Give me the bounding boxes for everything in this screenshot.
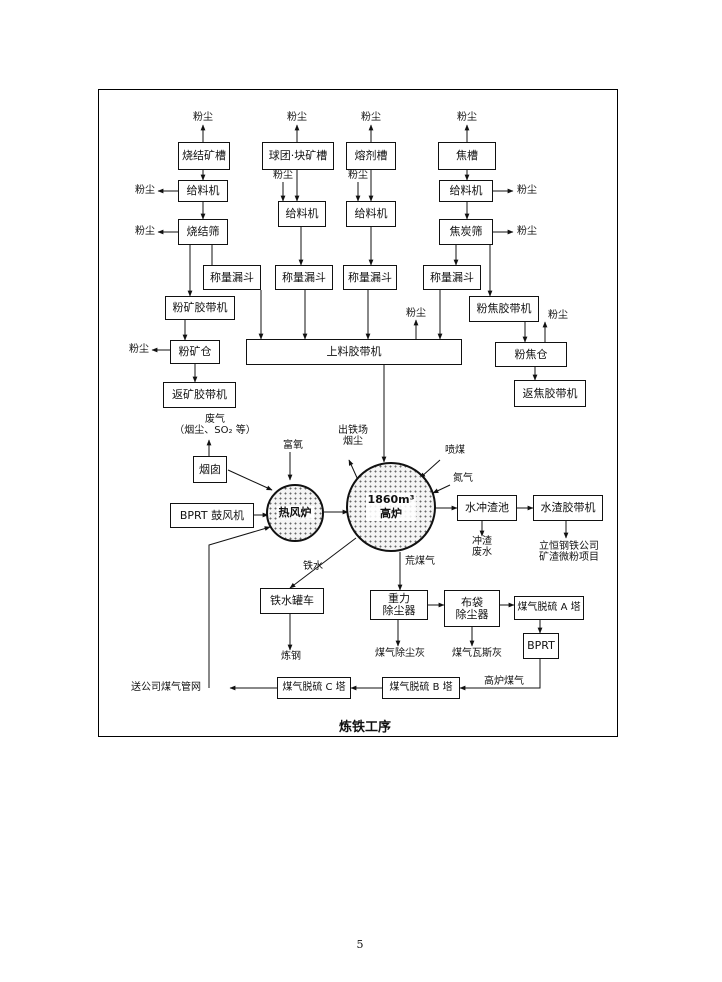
diagram-frame xyxy=(98,89,618,737)
steelmaking-label: 炼钢 xyxy=(281,651,301,662)
hot-blast-stove: 热风炉 xyxy=(266,484,324,542)
bprt-unit: BPRT xyxy=(523,633,559,659)
sinter-screen: 烧结筛 xyxy=(178,219,228,245)
oxygen-label: 富氧 xyxy=(283,440,303,451)
dust-label: 粉尘 xyxy=(517,226,537,237)
slag-belt: 水渣胶带机 xyxy=(533,495,603,521)
gravity-dust-catcher: 重力 除尘器 xyxy=(370,590,428,620)
hot-metal-label: 铁水 xyxy=(303,561,323,572)
feeder-sinter: 给料机 xyxy=(178,180,228,202)
bag-filter: 布袋 除尘器 xyxy=(444,590,500,627)
slag-project-label: 立恒钢铁公司 矿渣微粉项目 xyxy=(539,541,599,563)
coke-screen: 焦炭筛 xyxy=(439,219,493,245)
dust-label: 粉尘 xyxy=(129,344,149,355)
dust-label: 粉尘 xyxy=(273,170,293,181)
coal-injection-label: 喷煤 xyxy=(445,445,465,456)
blast-furnace: 1860m³ 高炉 xyxy=(346,462,436,552)
desulfurization-tower-b: 煤气脱硫 B 塔 xyxy=(382,677,460,699)
crude-gas-label: 荒煤气 xyxy=(405,556,435,567)
gas-ash-label: 煤气瓦斯灰 xyxy=(452,648,502,659)
dust-label: 粉尘 xyxy=(361,112,381,123)
quench-water-label: 冲渣 废水 xyxy=(472,536,492,558)
weighing-hopper-4: 称量漏斗 xyxy=(423,265,481,290)
dust-label: 粉尘 xyxy=(135,226,155,237)
weighing-hopper-3: 称量漏斗 xyxy=(343,265,397,290)
blast-furnace-label: 1860m³ 高炉 xyxy=(365,493,417,521)
dust-label: 粉尘 xyxy=(348,170,368,181)
desulfurization-tower-a: 煤气脱硫 A 塔 xyxy=(514,596,584,620)
dust-label: 粉尘 xyxy=(193,112,213,123)
page-number: 5 xyxy=(356,938,364,951)
feeder-flux: 给料机 xyxy=(346,201,396,227)
sinter-ore-trough: 烧结矿槽 xyxy=(178,142,230,170)
dust-label: 粉尘 xyxy=(135,185,155,196)
coke-fines-belt: 粉焦胶带机 xyxy=(469,296,539,322)
chimney: 烟囱 xyxy=(193,456,227,483)
tapping-dust-label: 出铁场 烟尘 xyxy=(338,425,368,447)
desulfurization-tower-c: 煤气脱硫 C 塔 xyxy=(277,677,351,699)
waste-gas-label: 废气 （烟尘、SO₂ 等） xyxy=(174,414,256,436)
dust-label: 粉尘 xyxy=(457,112,477,123)
pellet-lump-ore-trough: 球团·块矿槽 xyxy=(262,142,334,170)
hot-blast-stove-label: 热风炉 xyxy=(276,506,314,520)
diagram-caption: 炼铁工序 xyxy=(338,720,391,735)
return-coke-belt: 返焦胶带机 xyxy=(514,380,586,407)
return-ore-belt: 返矿胶带机 xyxy=(163,382,236,408)
ore-fines-bin: 粉矿仓 xyxy=(170,340,220,364)
bprt-blower: BPRT 鼓风机 xyxy=(170,503,254,528)
dust-label: 粉尘 xyxy=(517,185,537,196)
dust-label: 粉尘 xyxy=(287,112,307,123)
water-quench-pool: 水冲渣池 xyxy=(457,495,517,521)
weighing-hopper-2: 称量漏斗 xyxy=(275,265,333,290)
coke-fines-bin: 粉焦仓 xyxy=(495,342,567,367)
ore-fines-belt: 粉矿胶带机 xyxy=(165,296,235,320)
dust-label: 粉尘 xyxy=(548,310,568,321)
to-gas-network-label: 送公司煤气管网 xyxy=(131,682,201,693)
bf-gas-label: 高炉煤气 xyxy=(484,676,524,687)
coke-trough: 焦槽 xyxy=(438,142,496,170)
feeder-pellet: 给料机 xyxy=(278,201,326,227)
charging-belt: 上料胶带机 xyxy=(246,339,462,365)
dust-label: 粉尘 xyxy=(406,308,426,319)
flux-trough: 熔剂槽 xyxy=(346,142,396,170)
gas-dust-ash-label: 煤气除尘灰 xyxy=(375,648,425,659)
hot-metal-car: 铁水罐车 xyxy=(260,588,324,614)
feeder-coke: 给料机 xyxy=(439,180,493,202)
nitrogen-label: 氮气 xyxy=(453,473,473,484)
weighing-hopper-1: 称量漏斗 xyxy=(203,265,261,290)
